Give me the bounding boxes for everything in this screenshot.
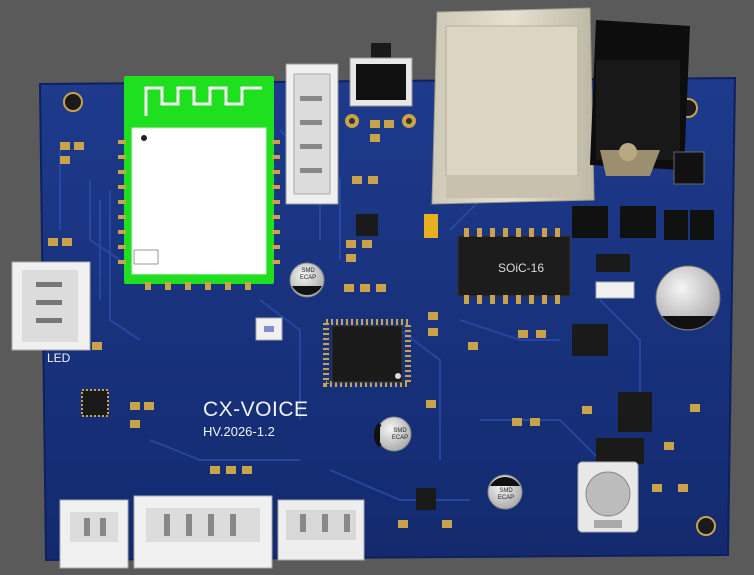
diode bbox=[673, 151, 705, 185]
smd-passives bbox=[48, 120, 700, 528]
cap-marking-line-1: SMD bbox=[393, 428, 407, 434]
qfp-mcu bbox=[323, 319, 411, 387]
bottom-connector-1 bbox=[59, 499, 129, 569]
soic16-ic bbox=[457, 228, 571, 304]
cap-marking-line-2: ECAP bbox=[391, 435, 409, 441]
cap-marking: SMD ECAP bbox=[496, 488, 516, 502]
bottom-connector-3 bbox=[277, 499, 365, 561]
dc-barrel-jack bbox=[590, 20, 690, 176]
wifi-module bbox=[124, 76, 274, 284]
led-label: LED bbox=[47, 351, 71, 365]
cap-marking-line-1: SMD bbox=[499, 488, 513, 494]
bottom-connector-2 bbox=[133, 495, 273, 569]
cap-marking-line-1: SMD bbox=[301, 268, 315, 274]
bridge-rectifiers bbox=[572, 206, 714, 240]
led-connector bbox=[11, 261, 91, 351]
cap-marking: SMD ECAP bbox=[390, 428, 410, 442]
battery-holder bbox=[577, 461, 639, 533]
wifi-module-pads bbox=[118, 140, 280, 290]
ic-label: SOiC-16 bbox=[498, 261, 545, 275]
qfn-chip bbox=[81, 389, 109, 417]
cap-marking-line-2: ECAP bbox=[497, 495, 515, 501]
electrolytic-capacitors bbox=[289, 262, 721, 510]
cap-marking: SMD ECAP bbox=[298, 268, 318, 282]
rj45-jack bbox=[431, 7, 595, 205]
board-version: HV.2026-1.2 bbox=[203, 424, 275, 439]
board-title: CX-VOICE bbox=[203, 398, 309, 421]
tact-switch bbox=[345, 43, 416, 128]
small-ics bbox=[356, 214, 652, 510]
cap-marking-line-2: ECAP bbox=[299, 275, 317, 281]
header-connector-top bbox=[285, 63, 339, 205]
